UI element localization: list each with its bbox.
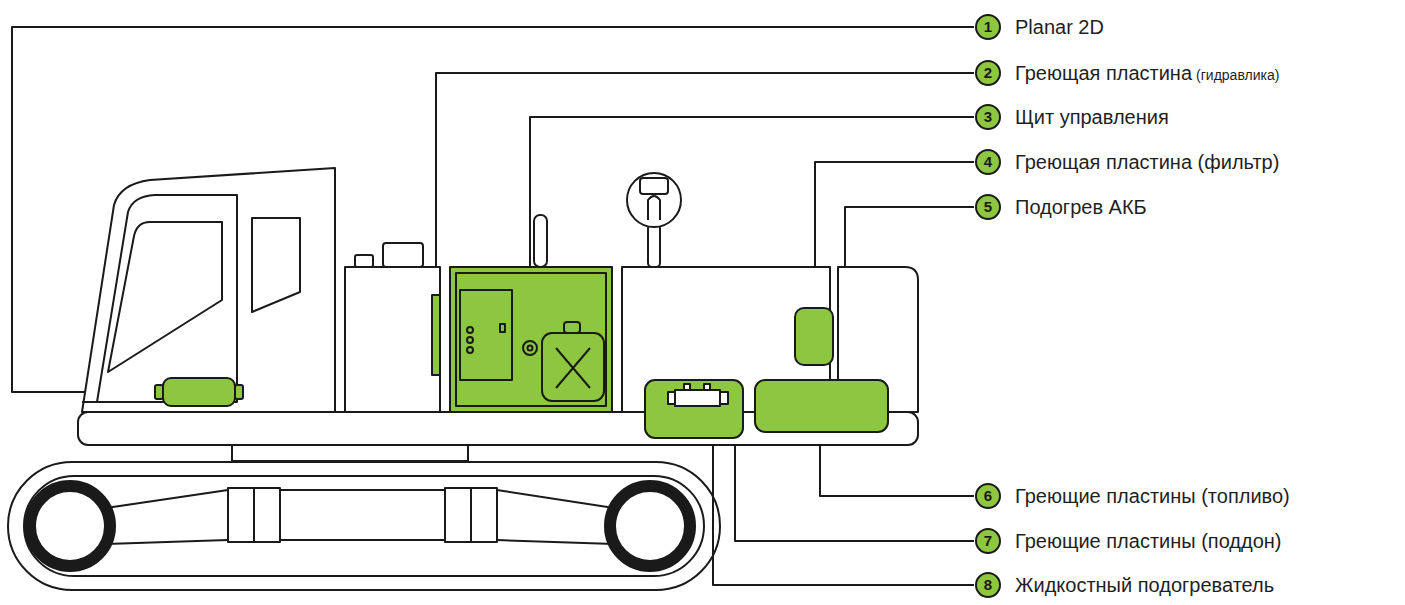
callout-number: 1: [975, 14, 1001, 40]
hydraulic-heating-plate: [432, 295, 440, 375]
part-label: Греющая пластина: [1015, 61, 1192, 85]
part-label: (гидравлика): [1196, 63, 1279, 87]
swivel: [232, 445, 468, 461]
callout-number: 7: [975, 528, 1001, 554]
part-label: Греющие пластины (поддон): [1015, 529, 1282, 553]
cab: [82, 168, 335, 412]
hydraulic-tank: [345, 243, 440, 412]
callout-number: 6: [975, 483, 1001, 509]
part-label: Planar 2D: [1015, 15, 1104, 39]
control-panel: [450, 267, 612, 412]
callout-number: 2: [975, 60, 1001, 86]
engine-compartment: [622, 173, 833, 412]
sump-heating-plates: [645, 380, 743, 438]
callout-number: 8: [975, 572, 1001, 598]
exhaust-pipe: [534, 215, 547, 267]
battery-fuel-plates: [755, 380, 888, 432]
leader-lines: [12, 27, 974, 585]
part-label: Жидкостный подогреватель: [1015, 573, 1274, 597]
part-label: Греющие пластины (топливо): [1015, 484, 1290, 508]
part-label: Щит управления: [1015, 105, 1169, 129]
callout-number: 5: [975, 194, 1001, 220]
callout-number: 3: [975, 104, 1001, 130]
part-label: Греющая пластина (фильтр): [1015, 150, 1279, 174]
tracks: [8, 462, 720, 590]
part-label: Подогрев АКБ: [1015, 195, 1147, 219]
planar-heater: [163, 378, 235, 406]
filter-heating-plate: [795, 308, 833, 365]
callout-number: 4: [975, 149, 1001, 175]
